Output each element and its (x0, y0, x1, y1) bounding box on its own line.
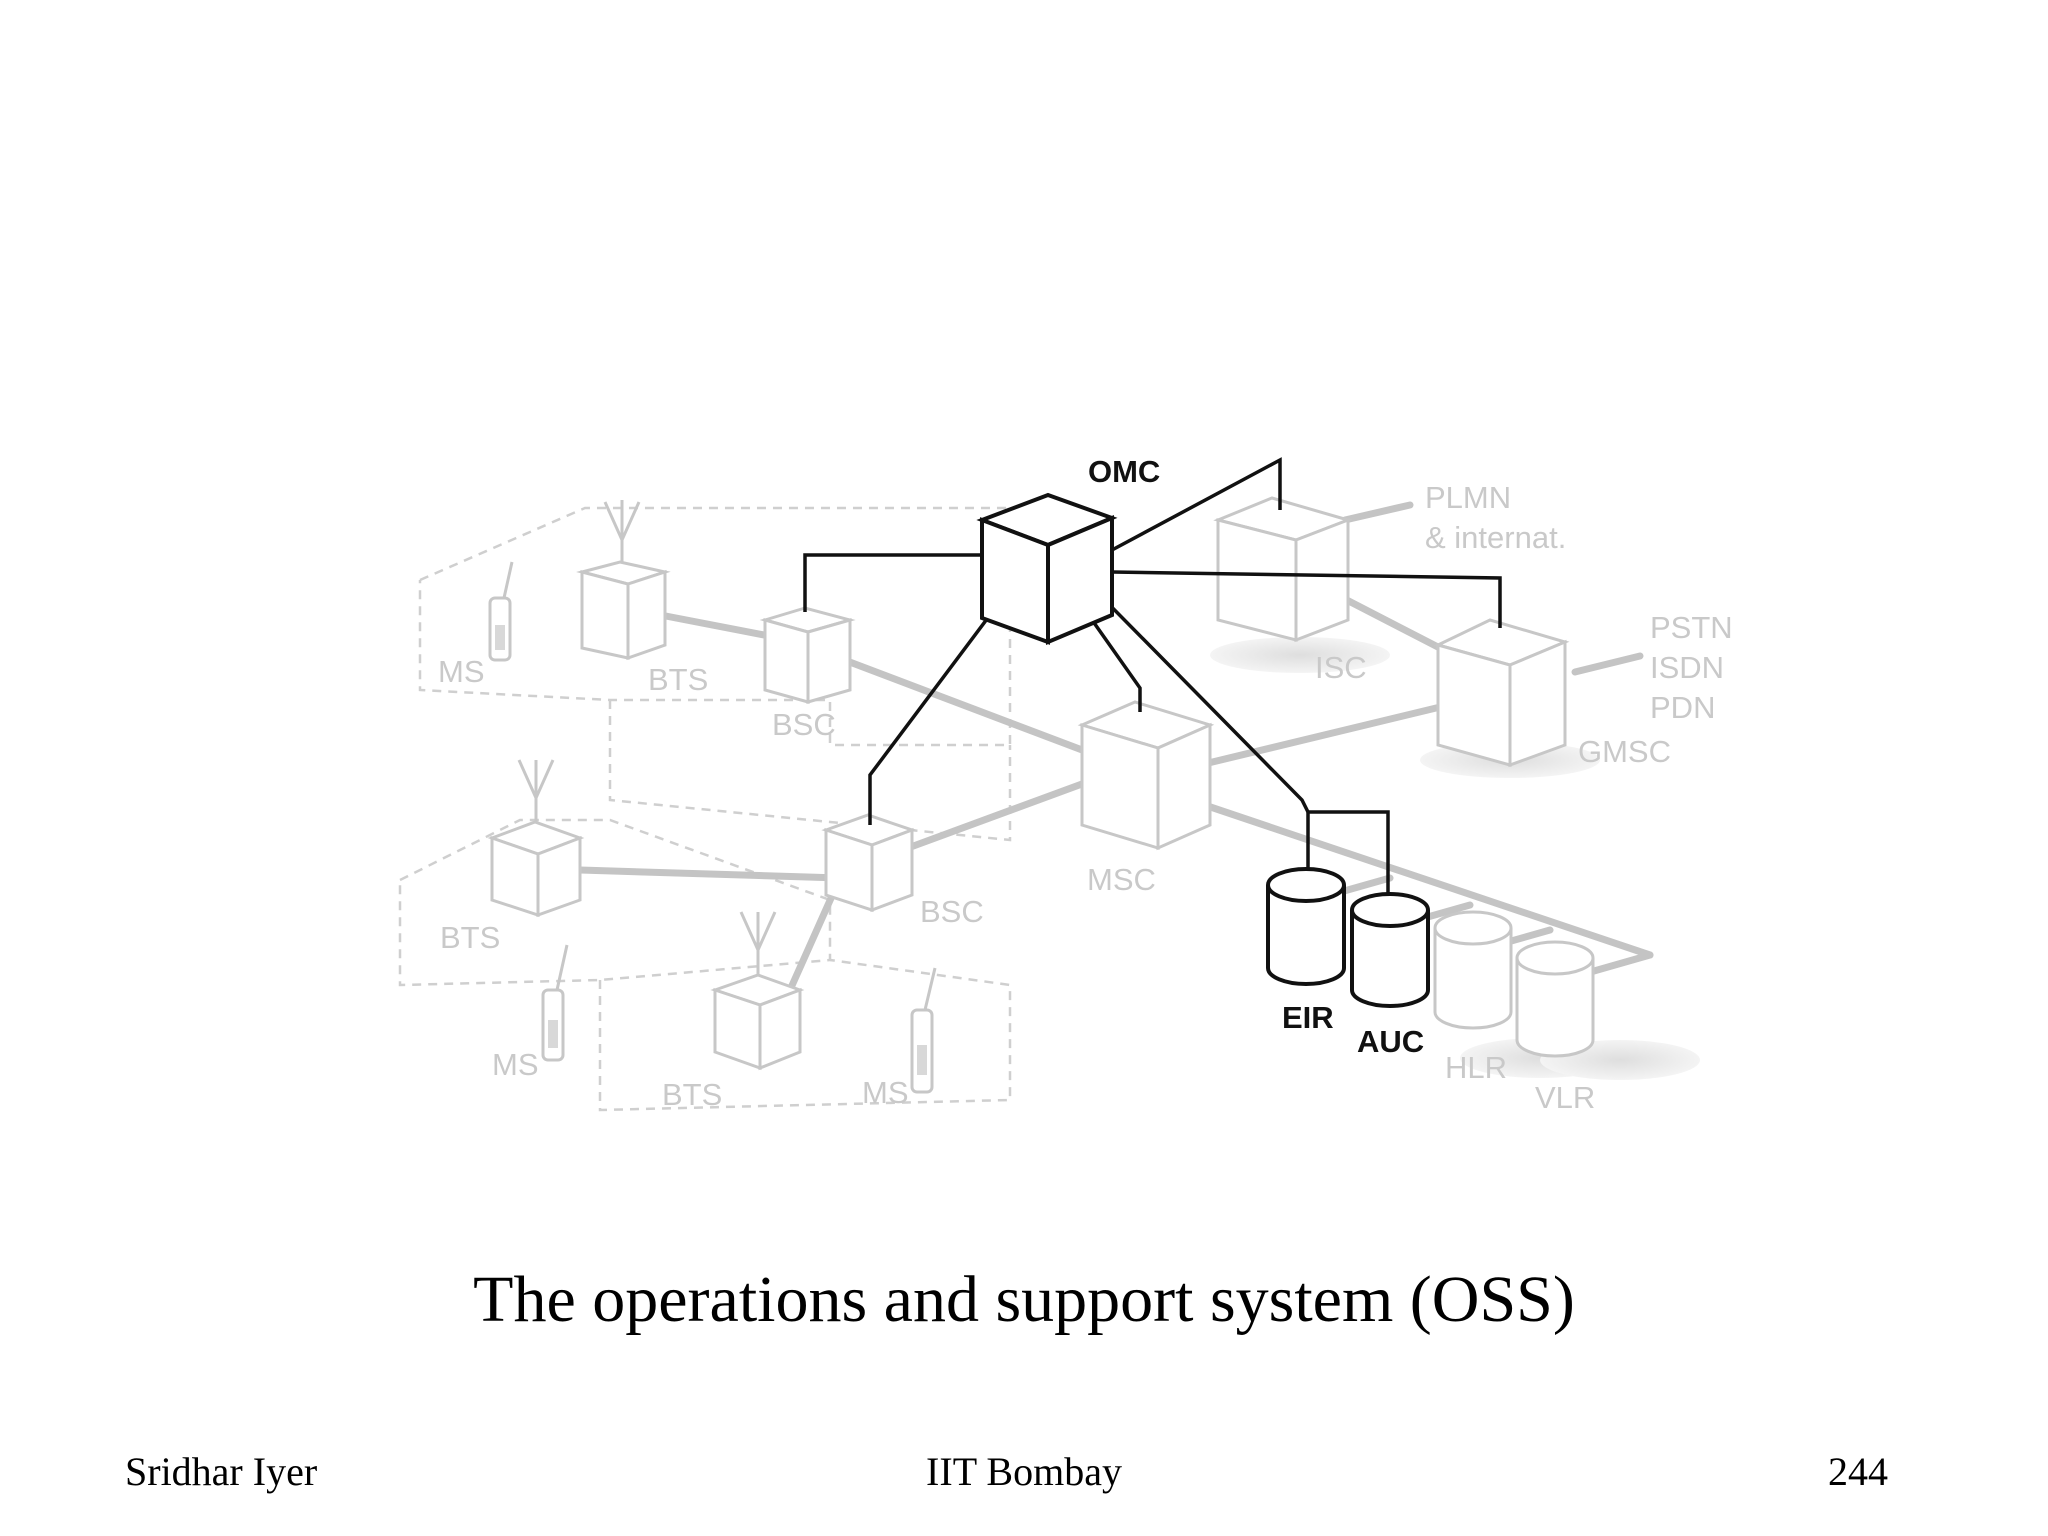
auc-label: AUC (1357, 1024, 1424, 1059)
msc-cube (1077, 700, 1215, 851)
antenna-icon (603, 500, 641, 562)
antenna-icons (517, 500, 777, 975)
faint-databases (1433, 910, 1595, 1058)
isc-label: ISC (1315, 650, 1367, 685)
bts-top-label: BTS (648, 662, 708, 697)
phone-icon (910, 967, 937, 1094)
pstn-label: PSTN (1650, 610, 1733, 645)
omc-cube (976, 492, 1118, 646)
footer-page-number: 244 (1828, 1449, 1888, 1494)
msc-label: MSC (1087, 862, 1156, 897)
bsc-top-cube (759, 606, 856, 704)
antenna-icon (517, 759, 555, 822)
gmsc-label: GMSC (1578, 734, 1671, 769)
bts-mid-label: BTS (440, 920, 500, 955)
hlr-database-icon (1433, 910, 1513, 1030)
faint-cubes (487, 496, 1570, 1071)
bts-top-cube (576, 560, 671, 661)
bts-mid-cube (487, 820, 585, 918)
gmsc-cube (1433, 618, 1570, 768)
phone-icon (488, 561, 514, 662)
eir-label: EIR (1282, 1000, 1334, 1035)
antenna-icon (739, 911, 777, 975)
isdn-label: ISDN (1650, 650, 1724, 685)
eir-database-icon (1266, 867, 1346, 986)
plmn-label: PLMN (1425, 480, 1511, 515)
vlr-label: VLR (1535, 1080, 1595, 1115)
ms-bottom-label: MS (862, 1075, 909, 1110)
bts-bottom-label: BTS (662, 1077, 722, 1112)
auc-database-icon (1350, 892, 1430, 1008)
hlr-label: HLR (1445, 1050, 1507, 1085)
oss-links (803, 457, 1502, 898)
bold-databases (1266, 867, 1430, 1008)
pdn-label: PDN (1650, 690, 1715, 725)
internat-label: & internat. (1425, 520, 1566, 555)
footer-author: Sridhar Iyer (125, 1449, 318, 1494)
bsc-top-label: BSC (772, 707, 836, 742)
phone-icon (541, 944, 569, 1062)
mobile-station-icons (488, 561, 937, 1094)
omc-label: OMC (1088, 454, 1160, 489)
ms-mid-label: MS (492, 1047, 539, 1082)
ms-top-label: MS (438, 654, 485, 689)
bsc-mid-label: BSC (920, 894, 984, 929)
node-labels: OMC ISC GMSC MSC BSC BSC BTS BTS BTS MS … (438, 454, 1733, 1115)
bsc-mid-cube (821, 813, 917, 913)
ground-shadows (1210, 637, 1700, 1080)
slide-caption: The operations and support system (OSS) (473, 1263, 1575, 1336)
bts-bottom-cube (710, 973, 805, 1071)
vlr-database-icon (1515, 940, 1595, 1058)
footer-institution: IIT Bombay (926, 1449, 1122, 1494)
isc-cube (1213, 496, 1353, 643)
